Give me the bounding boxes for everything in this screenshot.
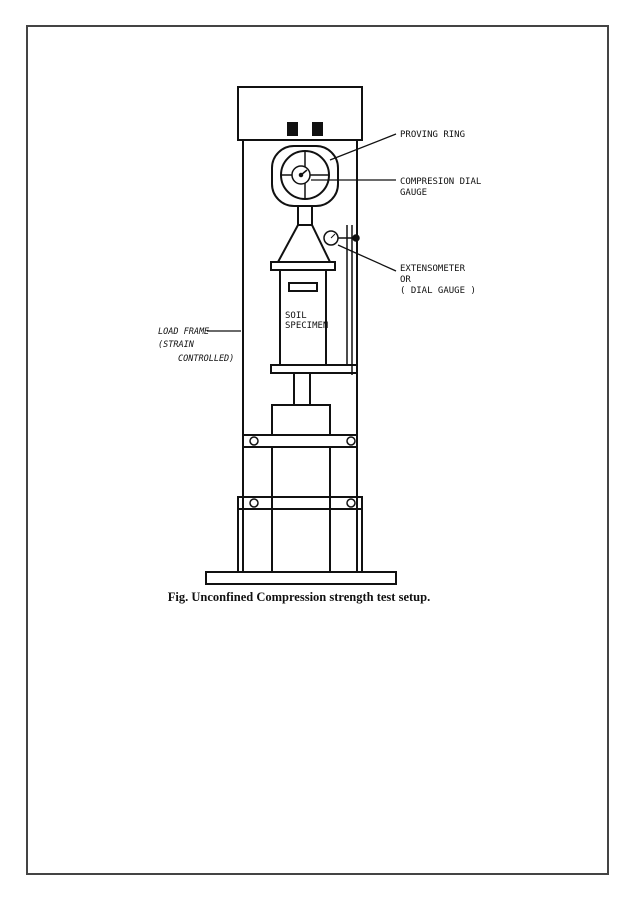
- bottom-platen: [270, 364, 358, 374]
- top-bolt-left: [287, 122, 298, 136]
- top-platen: [270, 261, 336, 271]
- upper-crossbeam: [242, 434, 358, 448]
- label-proving-ring: PROVING RING: [400, 130, 465, 140]
- leader-extensometer: [337, 244, 397, 272]
- page-border: [26, 25, 609, 875]
- bolt-icon: [346, 498, 356, 508]
- top-crossbar: [237, 86, 363, 141]
- figure-caption: Fig. Unconfined Compression strength tes…: [0, 590, 638, 605]
- top-bolt-right: [312, 122, 323, 136]
- bolt-icon: [249, 498, 259, 508]
- label-load-frame-1: LOAD FRAME: [158, 327, 210, 337]
- loading-block: [271, 404, 331, 436]
- label-load-frame-3: CONTROLLED): [178, 354, 234, 364]
- bolt-icon: [346, 436, 356, 446]
- label-soil-1: SOIL: [285, 311, 307, 321]
- label-soil-2: SPECIMEN: [285, 321, 328, 331]
- proving-ring: [271, 145, 339, 207]
- label-extensometer-1: EXTENSOMETER: [400, 264, 466, 274]
- figure-caption-text: Fig. Unconfined Compression strength tes…: [167, 590, 431, 604]
- lower-crossbeam: [237, 496, 363, 510]
- label-compression-dial-1: COMPRESION DIAL: [400, 177, 481, 187]
- label-extensometer-2: OR: [400, 275, 411, 285]
- leader-proving-ring: [329, 133, 397, 161]
- label-load-frame-2: (STRAIN: [158, 340, 195, 350]
- label-extensometer-3: ( DIAL GAUGE ): [400, 286, 476, 296]
- load-cone: [276, 224, 332, 263]
- label-compression-dial-2: GAUGE: [400, 188, 427, 198]
- bolt-icon: [249, 436, 259, 446]
- base-plate: [205, 571, 397, 585]
